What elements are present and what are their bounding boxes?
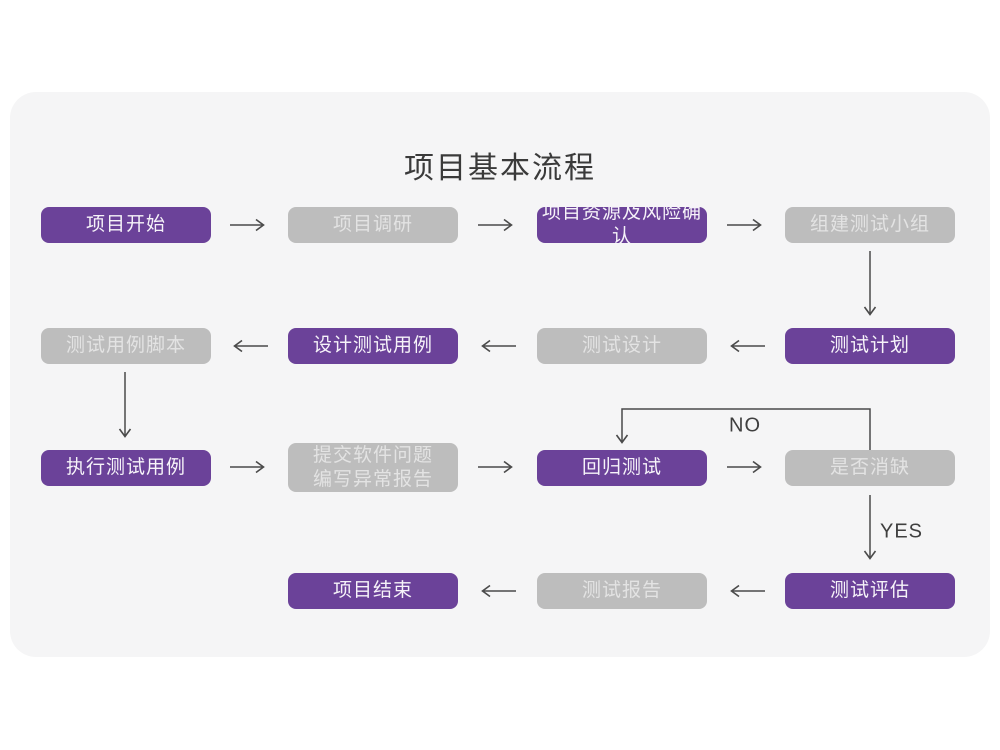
flow-node-test-plan: 测试计划: [785, 328, 955, 364]
flow-node-test-case-script: 测试用例脚本: [41, 328, 211, 364]
edge-label-yes: YES: [880, 520, 924, 543]
flow-node-build-test-team: 组建测试小组: [785, 207, 955, 243]
edge-label-no: NO: [729, 414, 761, 437]
flow-node-test-evaluation: 测试评估: [785, 573, 955, 609]
page-title: 项目基本流程: [404, 152, 596, 185]
flow-node-project-end: 项目结束: [288, 573, 458, 609]
flow-node-test-design: 测试设计: [537, 328, 707, 364]
flow-node-regression-test: 回归测试: [537, 450, 707, 486]
flow-node-design-test-case: 设计测试用例: [288, 328, 458, 364]
flow-node-defect-cleared: 是否消缺: [785, 450, 955, 486]
flow-node-execute-test-case: 执行测试用例: [41, 450, 211, 486]
flow-node-test-report: 测试报告: [537, 573, 707, 609]
flow-node-resource-risk-confirm: 项目资源及风险确认: [537, 202, 707, 247]
flow-node-submit-issue-report: 提交软件问题 编写异常报告: [288, 443, 458, 492]
flowchart-card: [10, 92, 990, 657]
flow-node-project-research: 项目调研: [288, 207, 458, 243]
flow-node-project-start: 项目开始: [41, 207, 211, 243]
